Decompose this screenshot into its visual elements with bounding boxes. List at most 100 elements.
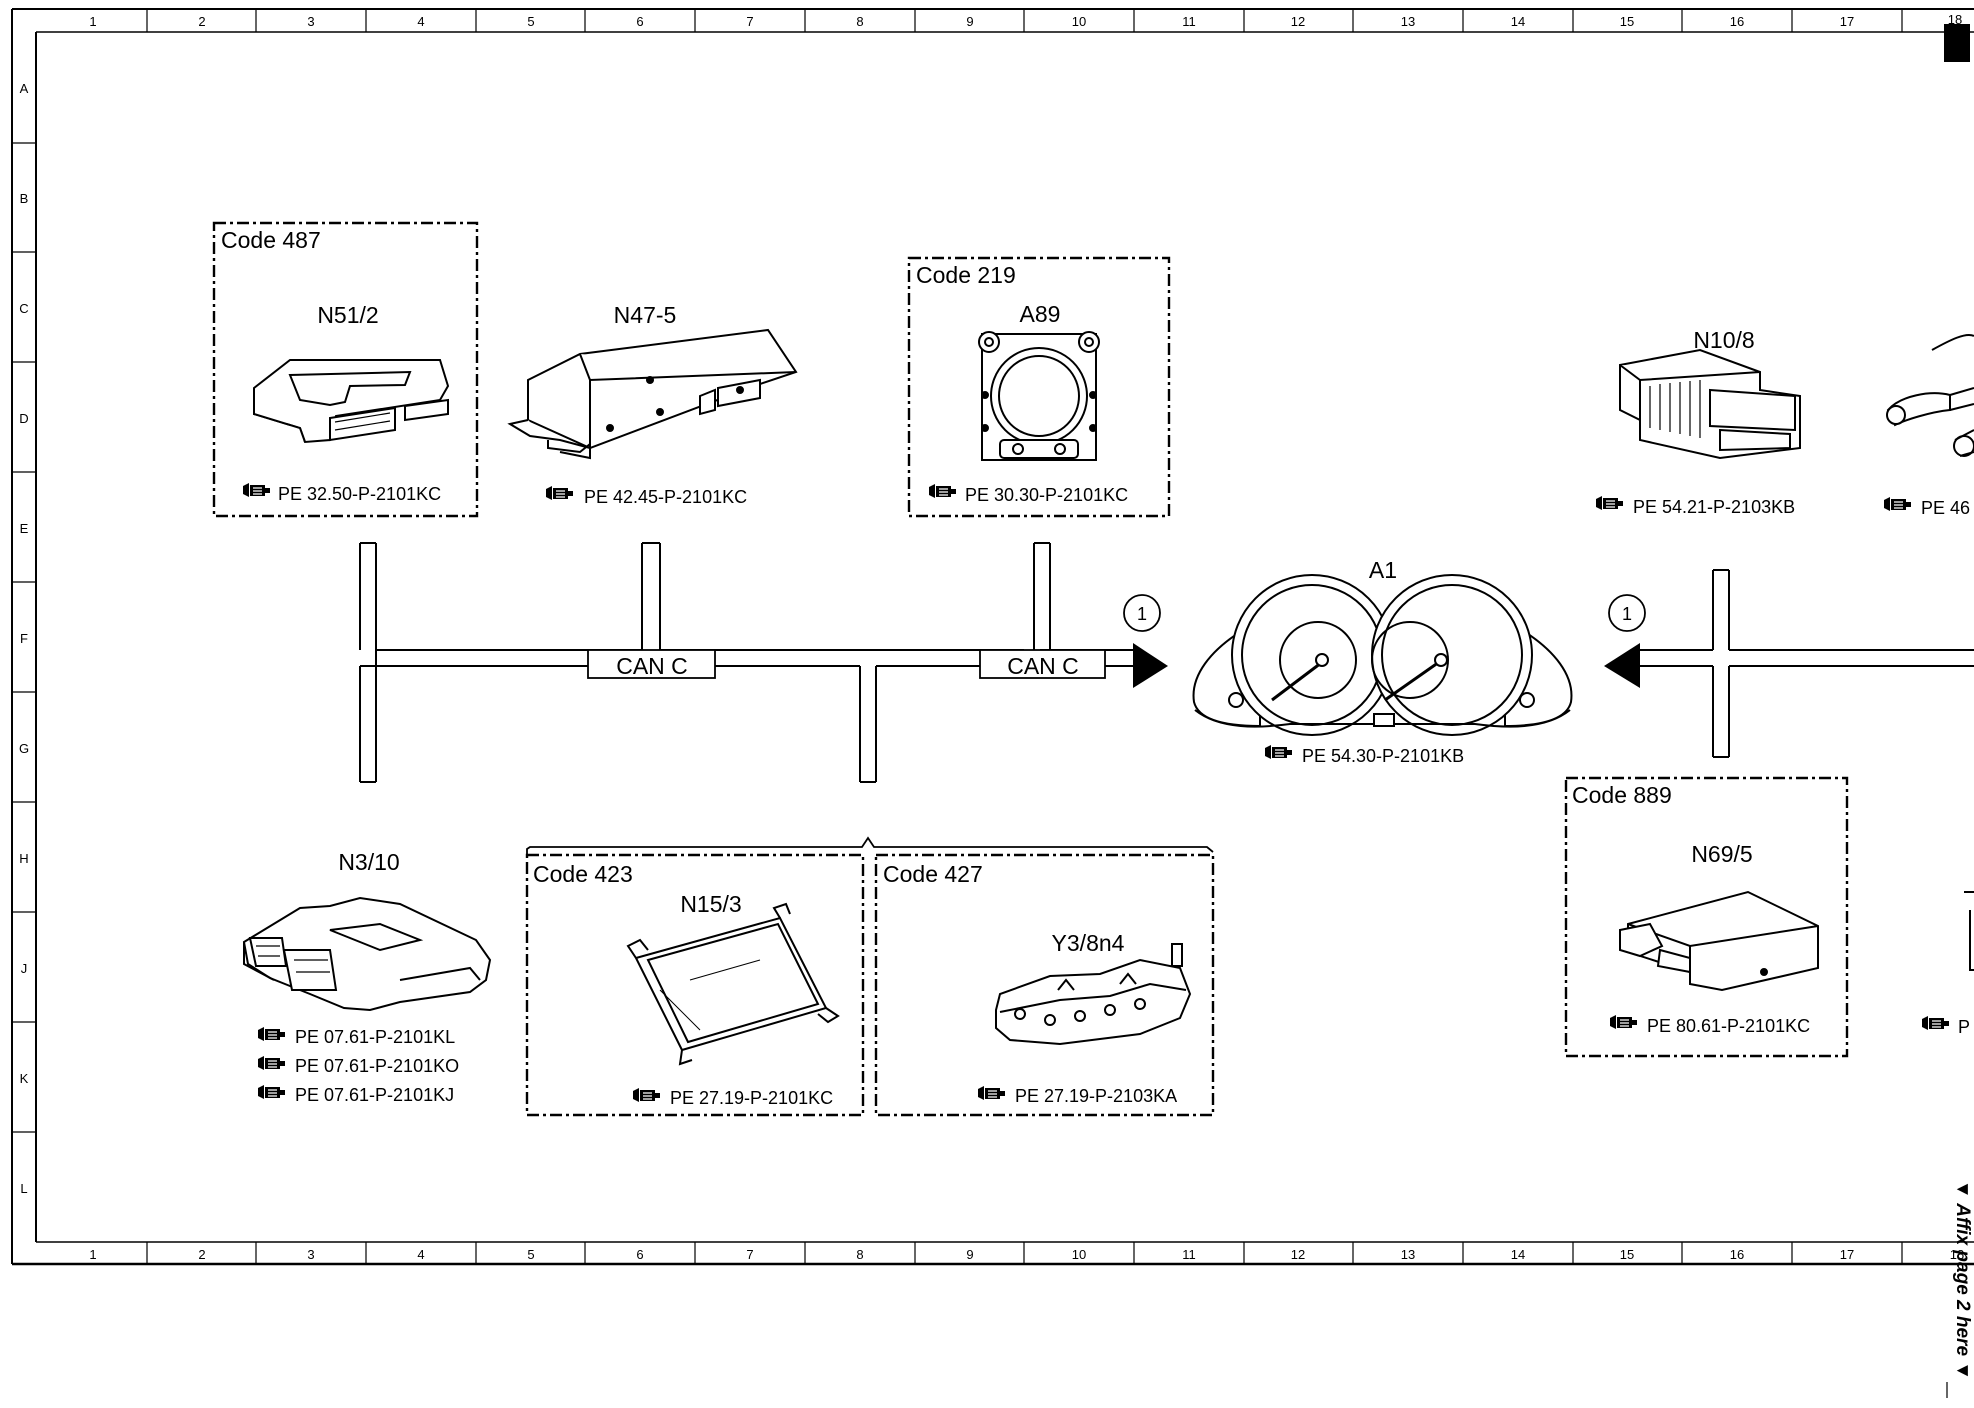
n10-8-module-image [1619, 348, 1801, 460]
reference-pointer-icon [242, 482, 271, 498]
reference-pointer-icon [977, 1085, 1006, 1101]
col-3: 3 [307, 14, 314, 29]
code-219-label: Code 219 [916, 262, 1016, 288]
y3-8n4-label: Y3/8n4 [1052, 930, 1125, 956]
col-4: 4 [417, 1247, 424, 1262]
page-tab-marker [1944, 24, 1970, 62]
col-14: 14 [1511, 14, 1525, 29]
n3-10-ecu-image [242, 896, 492, 1012]
row-L: L [20, 1181, 27, 1196]
ref-text: PE 07.61-P-2101KL [295, 1027, 455, 1047]
ref-text: PE 42.45-P-2101KC [584, 487, 747, 507]
col-10: 10 [1072, 1247, 1086, 1262]
row-E: E [20, 521, 29, 536]
col-12: 12 [1291, 1247, 1305, 1262]
ref-n10-8: PE 54.21-P-2103KB [1595, 495, 1795, 517]
reference-pointer-icon [257, 1026, 286, 1042]
reference-pointer-icon [545, 485, 574, 501]
col-2: 2 [198, 14, 205, 29]
col-4: 4 [417, 14, 424, 29]
col-6: 6 [636, 14, 643, 29]
arrow-right-icon [1133, 643, 1168, 688]
reference-pointer-icon [1595, 495, 1624, 511]
reference-pointer-icon [1921, 1015, 1950, 1031]
n3-10-label: N3/10 [338, 849, 399, 875]
row-letters: A B C D E F G H J K L [19, 81, 29, 1196]
n69-5-label: N69/5 [1691, 841, 1752, 867]
a89-sensor-image [978, 331, 1100, 461]
n51-2-module-image [253, 359, 450, 444]
col-6: 6 [636, 1247, 643, 1262]
col-10: 10 [1072, 14, 1086, 29]
a1-instrument-cluster-image [1192, 574, 1573, 736]
col-17: 17 [1840, 14, 1854, 29]
group-bracket [526, 836, 1214, 855]
code-487-box [212, 221, 479, 518]
col-9: 9 [966, 14, 973, 29]
col-15: 15 [1620, 1247, 1634, 1262]
ref-text: PE 32.50-P-2101KC [278, 484, 441, 504]
n15-3-module-image [626, 902, 840, 1066]
arrow-left-icon [1604, 643, 1640, 688]
code-889-box [1564, 776, 1849, 1058]
reference-pointer-icon [632, 1087, 661, 1103]
affix-note: ▼ Affix page 2 here ▼ [1942, 1170, 1974, 1390]
can-label-box-2: CAN C [979, 649, 1106, 679]
ref-text: PE 30.30-P-2101KC [965, 485, 1128, 505]
ref-text: PE 80.61-P-2101KC [1647, 1016, 1810, 1036]
reference-pointer-icon [257, 1084, 286, 1100]
reference-pointer-icon [1883, 496, 1912, 512]
n10-8-label: N10/8 [1693, 327, 1754, 353]
row-A: A [20, 81, 29, 96]
y3-8n4-valve-body-image [995, 943, 1192, 1046]
ref-n69-5: PE 80.61-P-2101KC [1609, 1014, 1810, 1036]
ref-a1: PE 54.30-P-2101KB [1264, 744, 1464, 766]
can-label-box-1: CAN C [587, 649, 716, 679]
column-numbers-top: 1 2 3 4 5 6 7 8 9 10 11 12 13 14 15 16 1… [89, 12, 1962, 29]
row-F: F [20, 631, 28, 646]
n51-2-label: N51/2 [317, 302, 378, 328]
code-423-box [525, 853, 865, 1117]
n15-3-label: N15/3 [680, 891, 741, 917]
col-17: 17 [1840, 1247, 1854, 1262]
ref-text: PE 07.61-P-2101KJ [295, 1085, 454, 1105]
row-C: C [19, 301, 28, 316]
code-423-label: Code 423 [533, 861, 633, 887]
ref-text: PE 54.21-P-2103KB [1633, 497, 1795, 517]
n47-5-module-image [507, 328, 798, 460]
ref-text: PE 54.30-P-2101KB [1302, 746, 1464, 766]
col-18: 18 [1950, 1247, 1964, 1262]
row-G: G [19, 741, 29, 756]
col-16: 16 [1730, 1247, 1744, 1262]
col-5: 5 [527, 14, 534, 29]
col-1: 1 [89, 1247, 96, 1262]
n47-5-label: N47-5 [614, 302, 677, 328]
col-8: 8 [856, 14, 863, 29]
marker-left-label: 1 [1137, 604, 1147, 624]
row-J: J [21, 961, 28, 976]
ref-text: PE 27.19-P-2103KA [1015, 1086, 1177, 1106]
col-7: 7 [746, 1247, 753, 1262]
a1-label: A1 [1369, 557, 1397, 583]
reference-pointer-icon [1609, 1014, 1638, 1030]
ref-text: PE 07.61-P-2101KO [295, 1056, 459, 1076]
code-889-label: Code 889 [1572, 782, 1672, 808]
ref-partial-right-lower: P [1921, 1015, 1970, 1037]
ref-n3-10: PE 07.61-P-2101KL PE 07.61-P-2101KO PE 0… [257, 1026, 459, 1105]
row-D: D [19, 411, 28, 426]
drawing-frame [11, 8, 1974, 1266]
col-18: 18 [1948, 12, 1962, 27]
reference-pointer-icon [257, 1055, 286, 1071]
code-427-label: Code 427 [883, 861, 983, 887]
col-1: 1 [89, 14, 96, 29]
connector-marker-right: 1 [1608, 594, 1646, 632]
a89-label: A89 [1020, 301, 1061, 327]
partial-right-lower-part [1964, 891, 1974, 971]
can-label-1: CAN C [616, 653, 688, 679]
column-numbers-bottom: 1 2 3 4 5 6 7 8 9 10 11 12 13 14 15 16 1… [89, 1247, 1964, 1262]
ref-n51-2: PE 32.50-P-2101KC [242, 482, 441, 504]
column-ticks [146, 9, 1903, 1264]
col-2: 2 [198, 1247, 205, 1262]
ref-y3-8n4: PE 27.19-P-2103KA [977, 1085, 1177, 1106]
